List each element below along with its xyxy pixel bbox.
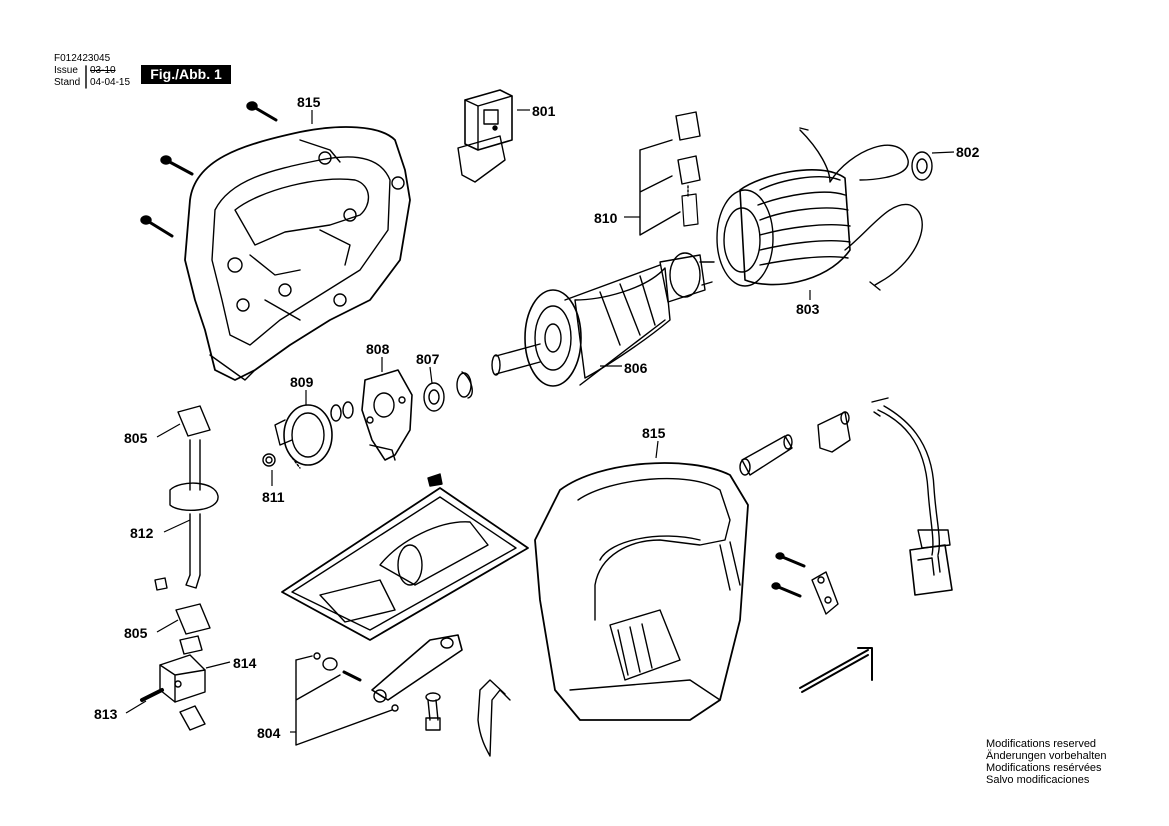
power-cord	[871, 397, 953, 596]
note-de: Änderungen vorbehalten	[986, 750, 1107, 762]
part-label-813: 813	[94, 706, 118, 722]
housing-assembled	[534, 462, 749, 721]
bearing-802	[911, 151, 933, 181]
modification-notes: Modifications reserved Änderungen vorbeh…	[986, 738, 1106, 786]
bearing-807	[423, 371, 473, 412]
part-label-803: 803	[796, 301, 820, 317]
guide-plunger	[154, 405, 219, 655]
note-en: Modifications reserved	[986, 738, 1097, 750]
roller-lever	[295, 634, 463, 746]
bearing-holder	[361, 369, 413, 461]
bracket-814	[140, 654, 206, 731]
issue-value: 03-10	[90, 65, 116, 76]
housing-screws-top	[140, 101, 278, 238]
part-label-802: 802	[956, 144, 980, 160]
document-number: F012423045	[54, 53, 111, 64]
part-label-814: 814	[233, 655, 257, 671]
dust-tube	[739, 411, 851, 476]
cord-clamp-screws	[771, 552, 839, 615]
issue-label: Issue	[54, 65, 78, 76]
part-label-811: 811	[262, 489, 285, 505]
housing-half-left	[184, 126, 411, 381]
stand-value: 04-04-15	[90, 77, 131, 88]
part-label-808: 808	[366, 341, 390, 357]
note-es: Salvo modificaciones	[986, 774, 1090, 786]
armature	[491, 252, 715, 387]
part-label-804: 804	[257, 725, 281, 741]
part-label-812: 812	[130, 525, 154, 541]
part-label-807: 807	[416, 351, 440, 367]
part-label-810: 810	[594, 210, 618, 226]
carbon-brushes	[639, 111, 701, 236]
part-label-815-top: 815	[297, 94, 321, 110]
note-fr: Modifications resérvées	[986, 762, 1102, 774]
part-label-801: 801	[532, 103, 556, 119]
allen-key	[799, 647, 873, 693]
field-coil	[716, 127, 923, 291]
part-label-805-top: 805	[124, 430, 148, 446]
part-label-809: 809	[290, 374, 314, 390]
part-label-805-bottom: 805	[124, 625, 148, 641]
blade-clamp-spring	[477, 679, 511, 757]
switch	[457, 89, 513, 183]
figure-label: Fig./Abb. 1	[141, 65, 231, 84]
stand-label: Stand	[54, 77, 81, 88]
part-label-815-mid: 815	[642, 425, 666, 441]
gear	[262, 401, 354, 469]
part-label-806: 806	[624, 360, 648, 376]
base-plate	[281, 473, 529, 641]
